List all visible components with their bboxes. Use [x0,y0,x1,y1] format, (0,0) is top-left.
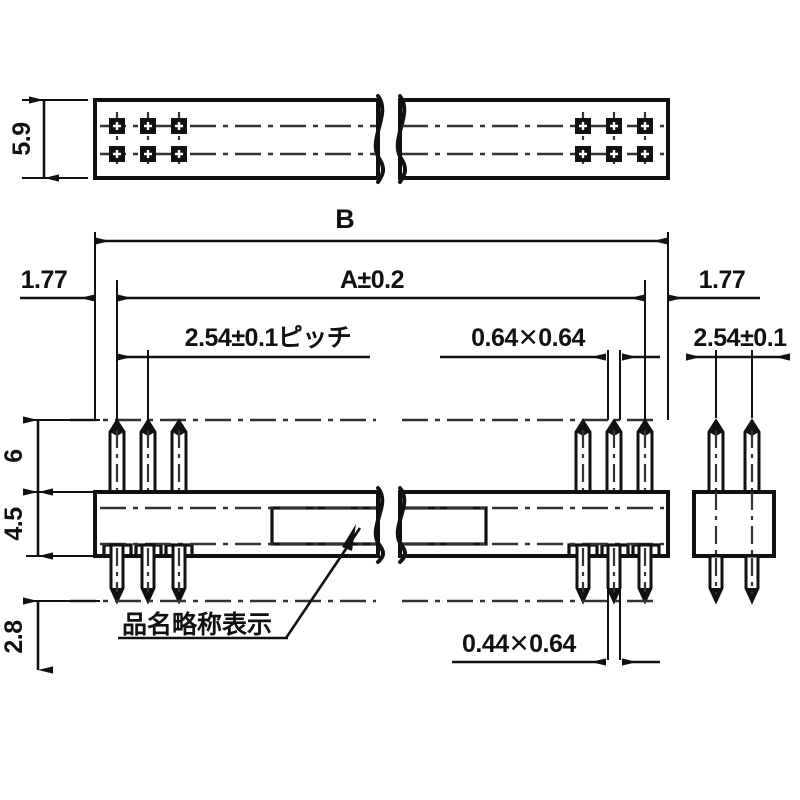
lower-pin-tip [142,588,154,601]
dim-label-pitch-side: 2.54±0.1 [693,324,787,352]
tail-cross-section-dimension: 0.44✕0.64 [452,630,660,666]
dim-label-b: B [335,204,355,234]
front-view-upper-pins-left [108,418,188,494]
side-view-lower-pin-tip [746,588,758,601]
part-marking-arrowhead [342,524,356,551]
front-view-upper-pins-right [574,418,654,494]
upper-pin-tip [141,421,155,436]
upper-pin-tip [576,421,590,436]
upper-pin-tip [110,421,124,436]
top-view-pin-cluster-left [109,112,187,168]
dim-label-pitch-main: 2.54±0.1ピッチ [185,324,352,352]
front-view-group [70,418,670,660]
top-view-break-line-right [395,94,408,184]
front-view-break-line-right [395,486,408,564]
dim-label-tail-cross-section: 0.44✕0.64 [462,630,576,658]
side-view-upper-pin-tip [709,421,723,436]
top-view-group: 5.9 [8,94,670,184]
part-marking-annotation: 品名略称表示 [118,524,362,640]
part-marking-label: 品名略称表示 [122,610,272,639]
dim-label-4-5: 4.5 [0,507,28,541]
lower-pin-tip [639,588,651,601]
front-view-lower-pins-right [575,543,653,605]
lower-pin-tip [577,588,589,601]
front-view-break-line-left [373,486,386,564]
dimension-block-group: B 1.77 A±0.2 1.77 2.54±0.1ピッチ 0.64✕0.64 … [20,204,790,420]
lower-pin-tip [173,588,185,601]
dim-label-2-8: 2.8 [0,620,28,654]
upper-pin-tip [607,421,621,436]
dim-label-1-77-left: 1.77 [21,266,68,294]
side-view-body [692,490,776,558]
dim-label-1-77-right: 1.77 [699,266,746,294]
top-view-break-line-left [373,94,386,184]
lower-pin-tip [111,588,123,601]
top-view-body-left [93,98,380,180]
front-view-lower-pins-left [109,543,187,605]
side-view-upper-pin-tip [745,421,759,436]
upper-pin-tip [638,421,652,436]
side-view-lower-pin-tip [710,588,722,601]
dim-label-a: A±0.2 [340,266,404,294]
vertical-dimension-group: 6 4.5 2.8 [0,416,100,674]
dim-label-6: 6 [0,449,28,462]
dim-label-pin-cross-section: 0.64✕0.64 [471,324,585,352]
top-view-pin-cluster-right [575,112,653,168]
lower-pin-tip [608,588,620,601]
dim-label-5-9: 5.9 [8,122,36,155]
upper-pin-tip [172,421,186,436]
side-view-group [692,418,776,605]
top-view-body-right [398,98,670,180]
